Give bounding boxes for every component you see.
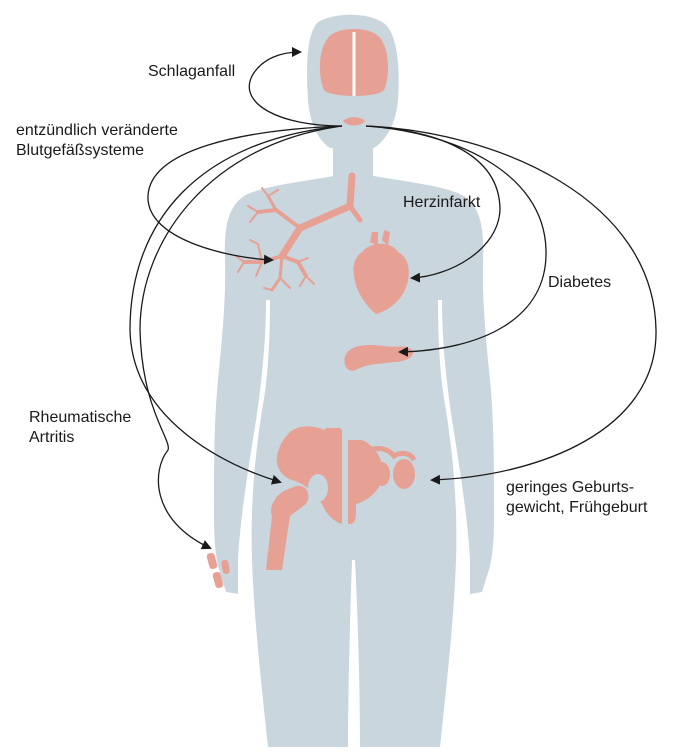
arrow-to-pelvis <box>129 125 343 485</box>
uterus-ovaries-icon <box>348 440 417 524</box>
label-vessels: entzündlich veränderte Blutgefäßsysteme <box>16 122 178 159</box>
label-birth: geringes Geburts- gewicht, Frühgeburt <box>506 479 648 516</box>
brain-icon <box>319 29 389 96</box>
arrow-to-uterus <box>365 125 657 485</box>
label-diabetes: Diabetes <box>548 274 612 291</box>
arrow-to-lungs <box>147 125 343 265</box>
arrow-to-pancreas <box>365 125 547 357</box>
pancreas-icon <box>344 344 413 371</box>
heart-icon <box>353 230 409 314</box>
label-stroke: Schlaganfall <box>148 63 236 80</box>
hand-joints-icon <box>206 552 230 589</box>
label-arthritis: Rheumatische Artritis <box>29 409 132 446</box>
label-heart-attack: Herzinfarkt <box>403 194 481 211</box>
arrow-to-hand <box>139 125 343 550</box>
pelvis-hip-icon <box>266 426 342 570</box>
mouth-icon <box>343 117 365 126</box>
arrows <box>129 47 657 550</box>
arrow-to-brain <box>248 47 343 127</box>
lungs-bronchi-icon <box>235 172 363 292</box>
